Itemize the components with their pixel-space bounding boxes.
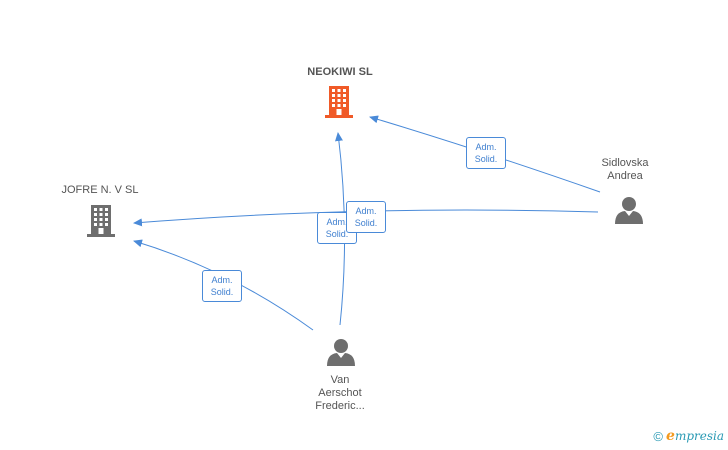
node-label-neokiwi: NEOKIWI SL	[307, 66, 373, 78]
footer-brand[interactable]: © empresia	[653, 428, 724, 444]
person-icon[interactable]	[326, 338, 356, 366]
edge-badge-van-jofre[interactable]: Adm. Solid.	[202, 270, 242, 302]
node-label-van: Van Aerschot Frederic...	[298, 374, 382, 413]
brand-name: mpresia	[674, 429, 724, 443]
badge-line: Adm.	[211, 275, 233, 285]
badge-line: Solid.	[210, 287, 234, 297]
badge-line: Solid.	[354, 218, 378, 228]
node-label-line: Aerschot	[318, 387, 362, 399]
node-label-line: Van	[330, 374, 350, 386]
node-label-sidlovska: Sidlovska Andrea	[590, 157, 660, 183]
node-label-jofre: JOFRE N. V SL	[61, 184, 139, 196]
building-icon[interactable]	[85, 203, 117, 239]
badge-line: Adm.	[355, 206, 377, 216]
badge-line: Adm.	[326, 217, 348, 227]
person-icon[interactable]	[614, 196, 644, 224]
node-label-line: Andrea	[607, 170, 643, 182]
brand-letter: e	[666, 428, 675, 444]
copyright-icon: ©	[653, 428, 664, 444]
brand-logo: empresia	[666, 428, 724, 444]
badge-line: Solid.	[474, 154, 498, 164]
edge-badge-sidlovska-jofre[interactable]: Adm. Solid.	[346, 201, 386, 233]
edge-badge-sidlovska-neokiwi[interactable]: Adm. Solid.	[466, 137, 506, 169]
building-icon[interactable]	[323, 85, 355, 119]
node-label-line: Sidlovska	[601, 157, 649, 169]
badge-line: Adm.	[475, 142, 497, 152]
badge-line: Solid.	[325, 229, 349, 239]
node-label-line: Frederic...	[315, 400, 365, 412]
